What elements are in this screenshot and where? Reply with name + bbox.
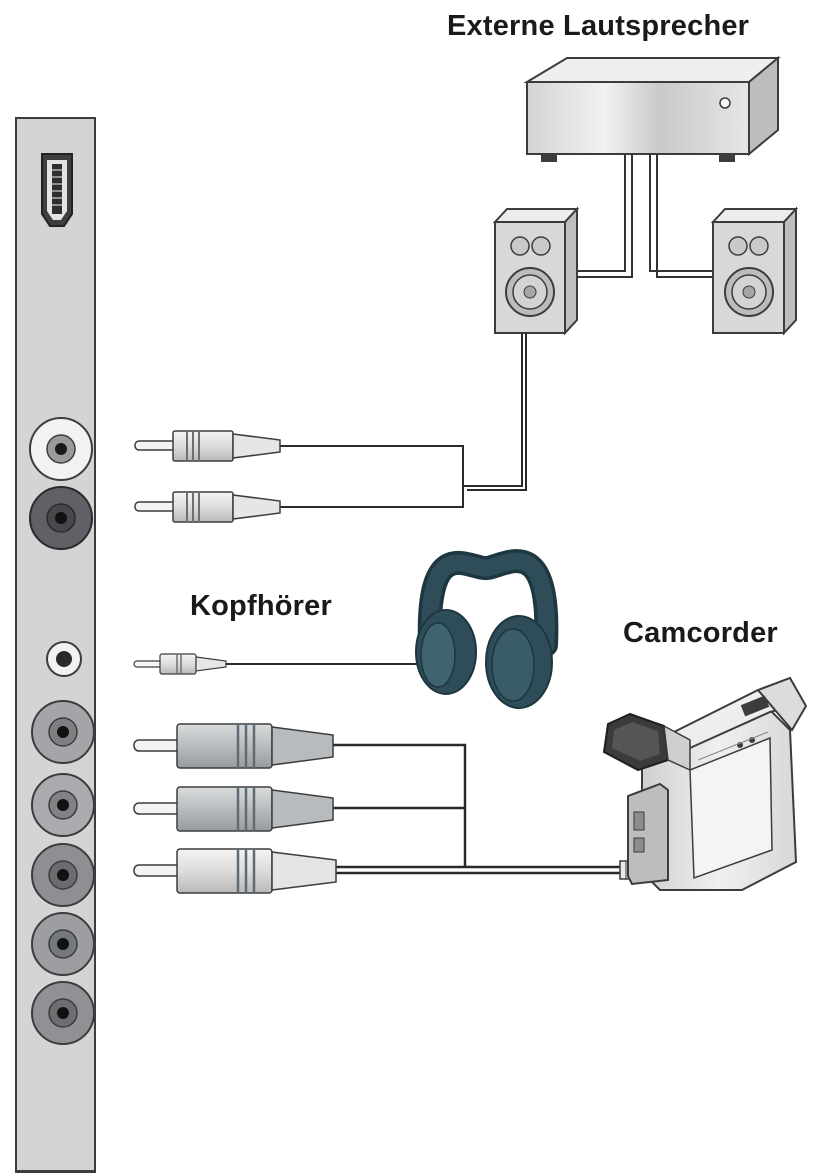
rca-plug <box>134 491 281 523</box>
headphones-label: Kopfhörer <box>190 590 332 622</box>
hdmi-port-icon <box>41 153 73 227</box>
rca-plug <box>134 430 281 462</box>
amplifier-icon <box>523 55 781 162</box>
rca-plug <box>133 786 334 832</box>
component-jack-1 <box>31 912 95 976</box>
audio-out-cable <box>280 333 527 508</box>
headphone-plug <box>133 653 227 675</box>
component-jack-2 <box>31 981 95 1045</box>
camcorder-cable <box>333 743 625 875</box>
camcorder-label: Camcorder <box>623 617 778 649</box>
camcorder-icon <box>602 676 808 891</box>
headphones-icon <box>415 549 559 709</box>
video-in-jack <box>31 700 95 764</box>
rca-plug <box>133 848 337 894</box>
speaker-wires <box>577 154 713 278</box>
external-speakers-label: Externe Lautsprecher <box>447 10 750 42</box>
rca-plug <box>133 723 334 769</box>
audio-in-left-jack <box>31 773 95 837</box>
headphone-jack <box>46 641 82 677</box>
audio-in-right-jack <box>31 843 95 907</box>
audio-out-white-jack <box>29 417 93 481</box>
speaker-icon <box>710 206 799 336</box>
audio-out-red-jack <box>29 486 93 550</box>
speaker-icon <box>492 206 580 336</box>
